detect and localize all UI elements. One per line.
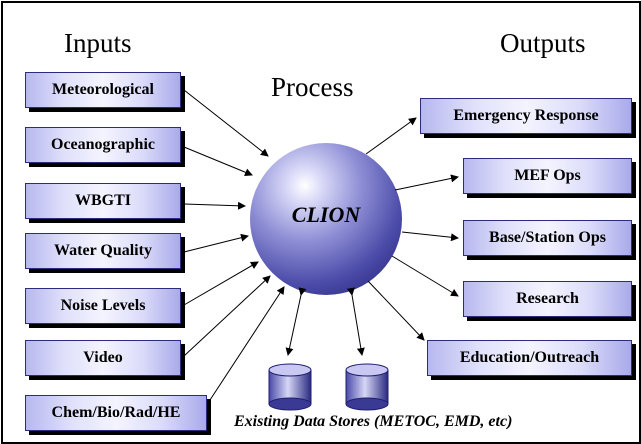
input-box-meteorological: Meteorological — [25, 72, 181, 108]
process-heading: Process — [271, 72, 354, 102]
arrow-water-quality — [183, 233, 249, 253]
input-box-video: Video — [25, 340, 181, 376]
arrow-education-outreach — [367, 280, 425, 341]
arrow-emergency-response — [365, 117, 417, 155]
arrow-video — [183, 275, 271, 357]
input-box-water-quality: Water Quality — [25, 233, 181, 269]
arrow-data-store-left — [285, 287, 307, 356]
output-box-mef-ops: MEF Ops — [463, 158, 632, 194]
arrow-wbgti — [183, 201, 246, 210]
data-stores-caption: Existing Data Stores (METOC, EMD, etc) — [234, 413, 513, 430]
inputs-heading: Inputs — [64, 28, 132, 58]
data-store-cylinder-right — [345, 363, 389, 411]
arrow-chem-bio-rad-he — [209, 286, 285, 401]
arrow-meteorological — [183, 89, 269, 157]
output-box-base-station-ops: Base/Station Ops — [463, 220, 632, 256]
outputs-heading: Outputs — [500, 28, 586, 58]
clion-label: CLION — [291, 202, 361, 227]
input-box-noise-levels: Noise Levels — [25, 288, 181, 324]
arrow-mef-ops — [394, 174, 459, 191]
clion-sphere — [250, 143, 402, 295]
arrow-base-station-ops — [401, 231, 459, 242]
arrow-research — [391, 255, 459, 297]
input-box-oceanographic: Oceanographic — [25, 127, 181, 163]
arrow-data-store-right — [346, 287, 365, 356]
input-box-wbgti: WBGTI — [25, 183, 181, 219]
arrow-noise-levels — [183, 261, 259, 306]
output-box-emergency-response: Emergency Response — [420, 98, 632, 134]
arrow-oceanographic — [183, 146, 253, 177]
output-box-education-outreach: Education/Outreach — [427, 340, 632, 376]
output-box-research: Research — [463, 281, 632, 317]
data-store-cylinder-left — [268, 363, 312, 411]
input-box-chem-bio-rad-he: Chem/Bio/Rad/HE — [25, 395, 207, 431]
